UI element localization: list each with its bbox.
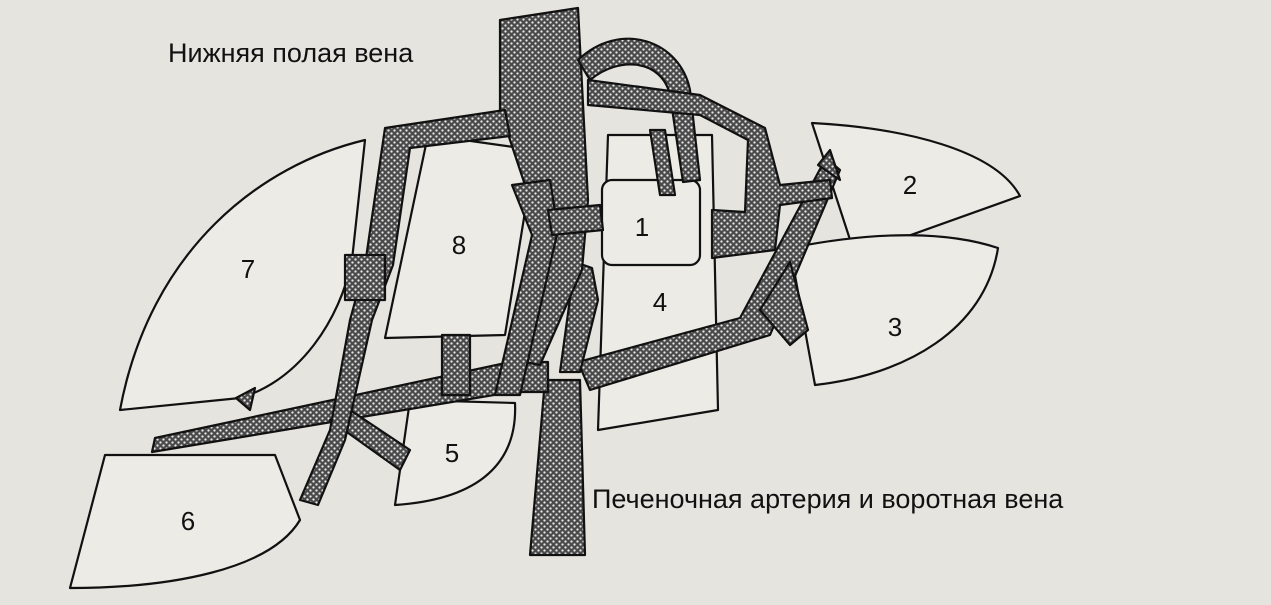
segment-number-8: 8 (452, 230, 466, 260)
middle-hepatic-branch (548, 205, 603, 235)
rhv-node (345, 255, 385, 300)
segment-number-7: 7 (241, 254, 255, 284)
segment-3-shape (790, 235, 998, 385)
segment-number-5: 5 (445, 438, 459, 468)
segment-number-1: 1 (635, 212, 649, 242)
segment-number-3: 3 (888, 312, 902, 342)
portal-label: Печеночная артерия и воротная вена (592, 484, 1064, 514)
segment-1-shape (602, 180, 700, 265)
segment-number-4: 4 (653, 287, 667, 317)
segment-number-2: 2 (903, 170, 917, 200)
segment-number-6: 6 (181, 506, 195, 536)
portal-node-8 (442, 335, 470, 395)
ivc-label: Нижняя полая вена (168, 38, 414, 68)
portal-trunk (530, 380, 585, 555)
